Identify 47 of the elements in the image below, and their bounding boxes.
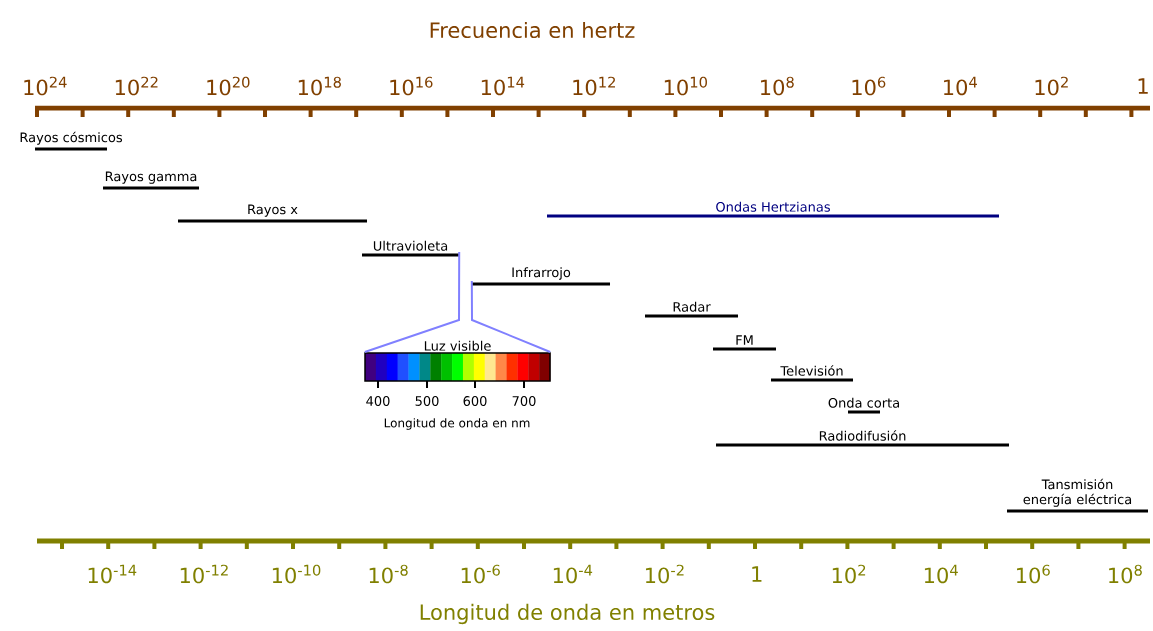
tick-label: 500 <box>415 396 439 406</box>
tick-label: 10$^{24}$ <box>24 76 67 96</box>
band-label: Rayos x <box>248 204 298 217</box>
band-label: Infrarrojo <box>512 267 571 280</box>
tick-label: 600 <box>463 396 487 406</box>
tick-label: 10$^{8}$ <box>761 76 794 96</box>
connector-line <box>363 251 461 353</box>
tick-label: 10$^{14}$ <box>481 76 525 96</box>
tick-label: 10$^{20}$ <box>207 76 250 96</box>
tick-label: 700 <box>512 396 536 406</box>
band-label: Radiodifusión <box>819 430 906 441</box>
tick-label: 10$^{18}$ <box>298 76 341 96</box>
connector-line <box>470 280 552 353</box>
tick-label: 1 <box>752 566 762 582</box>
tick-label: 10$^{6}$ <box>1017 564 1050 584</box>
tick-label: 10$^{10}$ <box>664 76 707 96</box>
axis-label: Longitud de onda en metros <box>420 603 715 625</box>
tick-label: 10$^{-4}$ <box>553 564 593 584</box>
tick-label: 10$^{16}$ <box>390 76 433 96</box>
title: Frecuencia en hertz <box>430 21 635 39</box>
tick-label: 10$^{12}$ <box>573 76 615 96</box>
tick-label: 10$^{-12}$ <box>180 564 228 584</box>
tick-label: 10$^{8}$ <box>1109 564 1142 584</box>
axis-label: Longitud de onda en nm <box>384 418 530 430</box>
tick-label: 10$^{2}$ <box>832 564 866 584</box>
band-label: Rayos gamma <box>105 171 197 184</box>
band-label: Ondas Hertzianas <box>716 201 830 212</box>
tick-label: 10$^{6}$ <box>852 76 886 96</box>
band-label: FM <box>736 335 753 345</box>
band-label: Tansmisión energía eléctrica <box>1023 478 1132 507</box>
tick-label: 10$^{-8}$ <box>369 564 408 584</box>
tick-label: 10$^{4}$ <box>924 564 958 584</box>
band-label: Rayos cósmicos <box>20 131 122 145</box>
spectrum-label: Luz visible <box>424 340 491 351</box>
tick-label: 10$^{22}$ <box>115 76 158 96</box>
band-label: Radar <box>673 301 711 312</box>
tick-label: 10$^{4}$ <box>944 76 977 96</box>
band-label: Onda corta <box>828 397 899 408</box>
tick-label: 10$^{2}$ <box>1035 76 1068 96</box>
tick-label: 10$^{-2}$ <box>645 564 684 584</box>
band-label: Televisión <box>780 365 843 376</box>
tick-label: 10$^{-6}$ <box>461 564 500 584</box>
tick-label: 10$^{-10}$ <box>272 564 321 584</box>
tick-label: 10$^{-14}$ <box>88 564 137 584</box>
tick-label: 1 <box>1138 78 1148 94</box>
tick-label: 400 <box>366 396 390 406</box>
band-label: Ultravioleta <box>373 240 448 251</box>
